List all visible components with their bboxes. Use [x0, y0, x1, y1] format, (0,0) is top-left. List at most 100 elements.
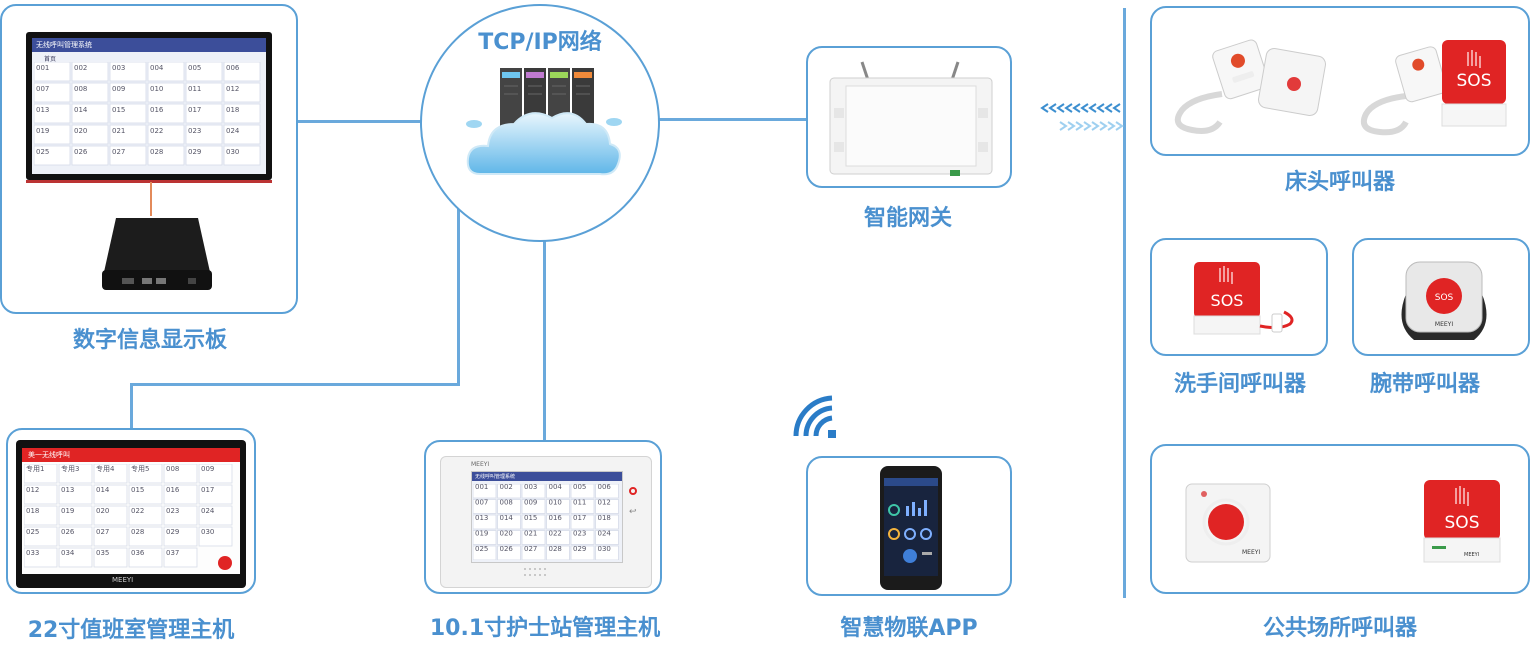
call-cell[interactable] — [58, 484, 93, 505]
call-cell[interactable] — [595, 514, 619, 530]
call-cell[interactable] — [109, 145, 147, 166]
call-cell-label: 017 — [573, 514, 586, 522]
duty-fab-button[interactable] — [218, 556, 232, 570]
call-cell[interactable] — [93, 526, 128, 547]
call-cell[interactable] — [24, 464, 58, 484]
call-cell[interactable] — [546, 514, 570, 530]
call-cell[interactable] — [163, 464, 198, 484]
call-cell[interactable] — [34, 124, 71, 145]
call-cell[interactable] — [58, 464, 93, 484]
call-cell-label: 016 — [549, 514, 563, 522]
call-cell[interactable] — [497, 499, 521, 514]
call-cell[interactable] — [185, 62, 223, 82]
call-cell[interactable] — [34, 82, 71, 103]
call-cell[interactable] — [497, 514, 521, 530]
call-cell[interactable] — [71, 82, 109, 103]
call-cell[interactable] — [147, 103, 185, 124]
call-cell[interactable] — [223, 62, 261, 82]
call-cell[interactable] — [128, 526, 163, 547]
call-cell[interactable] — [93, 505, 128, 526]
call-cell[interactable] — [223, 103, 261, 124]
call-cell[interactable] — [71, 124, 109, 145]
call-cell[interactable] — [185, 124, 223, 145]
call-cell-label: 030 — [201, 528, 214, 536]
call-cell[interactable] — [521, 514, 546, 530]
call-cell[interactable] — [109, 82, 147, 103]
call-cell-label: 001 — [36, 64, 49, 72]
call-cell[interactable] — [198, 484, 233, 505]
call-cell[interactable] — [521, 484, 546, 499]
call-cell[interactable] — [185, 103, 223, 124]
call-cell[interactable] — [93, 547, 128, 568]
call-cell[interactable] — [24, 526, 58, 547]
call-cell[interactable] — [473, 499, 497, 514]
call-cell[interactable] — [147, 82, 185, 103]
call-cell[interactable] — [521, 499, 546, 514]
call-cell[interactable] — [198, 464, 233, 484]
call-cell[interactable] — [71, 62, 109, 82]
call-cell[interactable] — [570, 514, 595, 530]
call-cell-label: 021 — [112, 127, 125, 135]
call-cell[interactable] — [546, 499, 570, 514]
link-cloud-gateway — [658, 118, 808, 121]
call-cell[interactable] — [223, 145, 261, 166]
call-cell[interactable] — [198, 526, 233, 547]
call-cell[interactable] — [34, 62, 71, 82]
call-cell[interactable] — [473, 514, 497, 530]
call-cell[interactable] — [163, 547, 198, 568]
call-cell[interactable] — [109, 62, 147, 82]
call-cell[interactable] — [128, 464, 163, 484]
call-cell[interactable] — [497, 530, 521, 545]
call-cell[interactable] — [223, 82, 261, 103]
call-cell[interactable] — [473, 530, 497, 545]
call-cell[interactable] — [473, 484, 497, 499]
call-cell[interactable] — [185, 145, 223, 166]
call-cell[interactable] — [570, 484, 595, 499]
call-cell[interactable] — [223, 124, 261, 145]
call-cell[interactable] — [163, 484, 198, 505]
call-cell[interactable] — [24, 484, 58, 505]
call-cell[interactable] — [595, 545, 619, 560]
call-cell[interactable] — [34, 103, 71, 124]
call-cell[interactable] — [71, 145, 109, 166]
call-cell[interactable] — [128, 547, 163, 568]
call-cell[interactable] — [147, 62, 185, 82]
call-cell[interactable] — [595, 530, 619, 545]
call-cell[interactable] — [93, 464, 128, 484]
nurse-power-button[interactable] — [629, 487, 637, 495]
call-cell[interactable] — [128, 505, 163, 526]
call-cell[interactable] — [570, 545, 595, 560]
call-cell[interactable] — [71, 103, 109, 124]
call-cell[interactable] — [147, 124, 185, 145]
call-cell[interactable] — [595, 484, 619, 499]
call-cell[interactable] — [546, 530, 570, 545]
call-cell[interactable] — [521, 530, 546, 545]
call-cell[interactable] — [58, 505, 93, 526]
call-cell[interactable] — [473, 545, 497, 560]
call-cell[interactable] — [497, 545, 521, 560]
call-cell[interactable] — [546, 484, 570, 499]
call-cell[interactable] — [497, 484, 521, 499]
call-cell[interactable] — [570, 530, 595, 545]
nurse-back-icon[interactable]: ↩ — [629, 507, 637, 517]
gateway-card — [806, 46, 1012, 188]
call-cell[interactable] — [163, 526, 198, 547]
call-cell[interactable] — [34, 145, 71, 166]
call-cell[interactable] — [128, 484, 163, 505]
call-cell[interactable] — [185, 82, 223, 103]
call-cell[interactable] — [109, 124, 147, 145]
call-cell[interactable] — [24, 547, 58, 568]
call-cell[interactable] — [198, 505, 233, 526]
call-cell[interactable] — [58, 547, 93, 568]
call-cell[interactable] — [546, 545, 570, 560]
call-cell[interactable] — [163, 505, 198, 526]
call-cell[interactable] — [58, 526, 93, 547]
call-cell[interactable] — [24, 505, 58, 526]
call-cell[interactable] — [93, 484, 128, 505]
call-cell[interactable] — [595, 499, 619, 514]
call-cell[interactable] — [570, 499, 595, 514]
call-cell[interactable] — [521, 545, 546, 560]
call-cell[interactable] — [147, 145, 185, 166]
call-cell[interactable] — [109, 103, 147, 124]
